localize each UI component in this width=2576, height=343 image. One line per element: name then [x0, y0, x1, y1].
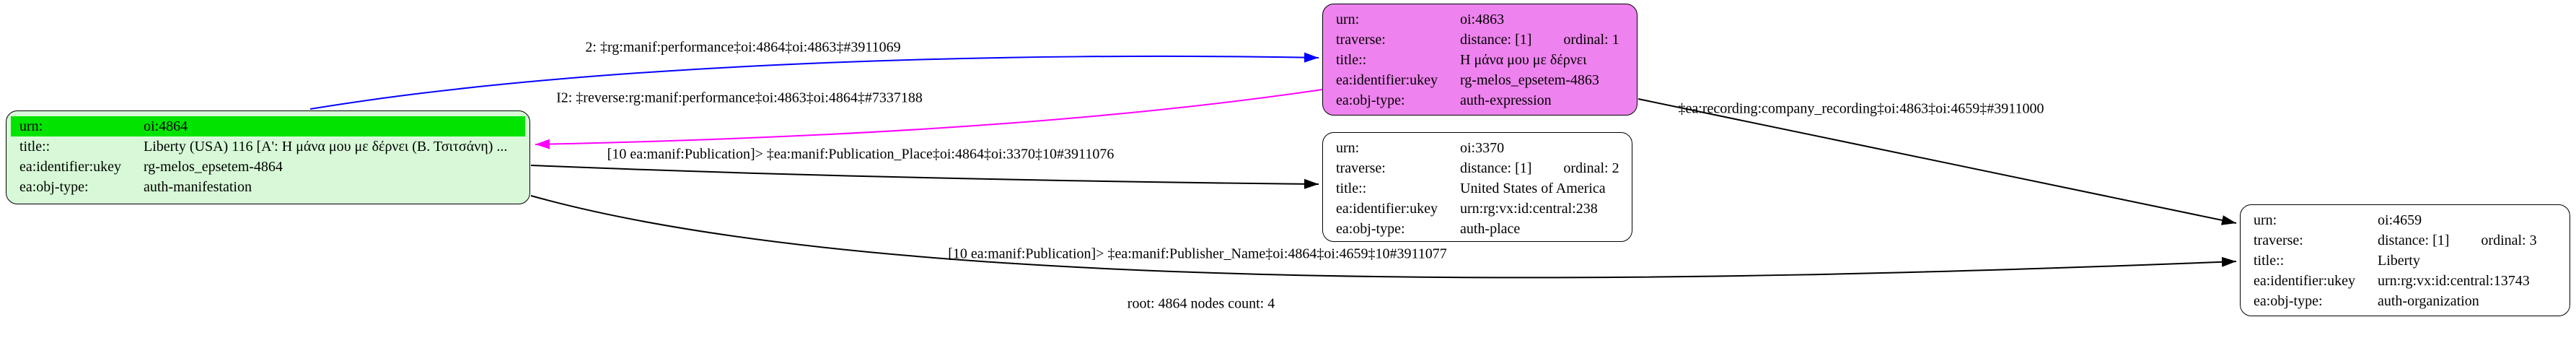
row-value: urn:rg:vx:id:central:13743 — [2378, 272, 2530, 289]
edge-performance — [309, 52, 1319, 110]
node-row-ukey: ea:identifier:ukey rg-melos_epsetem-4863 — [1327, 70, 1632, 90]
row-value: auth-organization — [2378, 292, 2479, 309]
node-row-traverse: traverse: distance: [1] ordinal: 1 — [1327, 30, 1632, 50]
row-key: ea:obj-type: — [1336, 220, 1405, 237]
row-value: Liberty (USA) 116 [Α': Η μάνα μου με δέρ… — [144, 138, 508, 155]
row-key: title:: — [2254, 252, 2285, 269]
row-value-ordinal: ordinal: 3 — [2481, 232, 2537, 248]
edge-label-publication-place: [10 ea:manif:Publication]> ‡ea:manif:Pub… — [607, 146, 1115, 162]
row-key: title:: — [1336, 180, 1367, 196]
row-key: traverse: — [1336, 160, 1386, 176]
edge-label-performance: 2: ‡rg:manif:performance‡oi:4864‡oi:4863… — [585, 39, 901, 56]
row-value: auth-place — [1460, 220, 1521, 237]
node-row-objtype: ea:obj-type: auth-place — [1327, 219, 1627, 239]
row-key: title:: — [19, 138, 50, 155]
row-value-ordinal: ordinal: 1 — [1563, 31, 1619, 48]
row-key: ea:identifier:ukey — [1336, 200, 1438, 217]
node-row-urn: urn: oi:4863 — [1327, 9, 1632, 30]
row-key: urn: — [2254, 212, 2277, 228]
row-value-ordinal: ordinal: 2 — [1563, 160, 1619, 176]
row-value-distance: distance: [1] — [1460, 31, 1532, 48]
edge-publication-place — [530, 165, 1319, 189]
row-key: ea:obj-type: — [19, 178, 89, 195]
node-row-title: title:: United States of America — [1327, 178, 1627, 199]
node-row-ukey: ea:identifier:ukey urn:rg:vx:id:central:… — [1327, 199, 1627, 219]
edge-publisher-name — [530, 195, 2237, 279]
node-row-urn: urn: oi:4659 — [2245, 210, 2565, 230]
row-key: ea:identifier:ukey — [19, 158, 122, 175]
row-value-distance: distance: [1] — [2378, 232, 2450, 248]
node-row-urn: urn: oi:3370 — [1327, 138, 1627, 158]
row-key: ea:obj-type: — [1336, 92, 1405, 108]
row-key: traverse: — [2254, 232, 2303, 248]
node-row-traverse: traverse: distance: [1] ordinal: 2 — [1327, 158, 1627, 178]
node-oi-4659[interactable]: urn: oi:4659 traverse: distance: [1] ord… — [2240, 204, 2570, 316]
node-row-urn: urn: oi:4864 — [11, 116, 525, 136]
node-row-traverse: traverse: distance: [1] ordinal: 3 — [2245, 230, 2565, 251]
row-value: oi:3370 — [1460, 139, 1505, 156]
row-value: oi:4863 — [1460, 11, 1505, 27]
row-key: traverse: — [1336, 31, 1386, 48]
row-key: urn: — [1336, 11, 1360, 27]
row-value: rg-melos_epsetem-4863 — [1460, 71, 1599, 88]
root-summary: root: 4864 nodes count: 4 — [1127, 295, 1275, 312]
row-value: oi:4659 — [2378, 212, 2422, 228]
row-value: oi:4864 — [144, 118, 188, 134]
node-oi-3370[interactable]: urn: oi:3370 traverse: distance: [1] ord… — [1322, 132, 1632, 242]
row-value: Η μάνα μου με δέρνει — [1460, 51, 1587, 68]
edge-label-reverse-performance: I2: ‡reverse:rg:manif:performance‡oi:486… — [556, 90, 923, 106]
row-value: auth-manifestation — [144, 178, 252, 195]
node-row-objtype: ea:obj-type: auth-expression — [1327, 90, 1632, 110]
edge-label-company-recording: ‡ea:recording:company_recording‡oi:4863‡… — [1678, 100, 2044, 117]
row-value-distance: distance: [1] — [1460, 160, 1532, 176]
node-row-ukey: ea:identifier:ukey urn:rg:vx:id:central:… — [2245, 271, 2565, 291]
edge-reverse-performance — [535, 89, 1323, 149]
row-value: auth-expression — [1460, 92, 1552, 108]
node-row-title: title:: Η μάνα μου με δέρνει — [1327, 50, 1632, 70]
row-value: urn:rg:vx:id:central:238 — [1460, 200, 1598, 217]
row-value: United States of America — [1460, 180, 1606, 196]
row-value: Liberty — [2378, 252, 2420, 269]
row-key: ea:identifier:ukey — [2254, 272, 2356, 289]
node-row-ukey: ea:identifier:ukey rg-melos_epsetem-4864 — [11, 157, 525, 177]
row-key: ea:identifier:ukey — [1336, 71, 1438, 88]
node-row-title: title:: Liberty (USA) 116 [Α': Η μάνα μο… — [11, 136, 525, 157]
row-key: urn: — [19, 118, 43, 134]
node-row-title: title:: Liberty — [2245, 251, 2565, 271]
row-key: urn: — [1336, 139, 1360, 156]
node-oi-4864[interactable]: urn: oi:4864 title:: Liberty (USA) 116 [… — [6, 110, 530, 204]
edge-company-recording — [1638, 98, 2237, 225]
node-row-objtype: ea:obj-type: auth-manifestation — [11, 177, 525, 197]
node-oi-4863[interactable]: urn: oi:4863 traverse: distance: [1] ord… — [1322, 4, 1638, 116]
row-key: title:: — [1336, 51, 1367, 68]
node-row-objtype: ea:obj-type: auth-organization — [2245, 291, 2565, 311]
row-value: rg-melos_epsetem-4864 — [144, 158, 283, 175]
edge-label-publisher-name: [10 ea:manif:Publication]> ‡ea:manif:Pub… — [948, 246, 1447, 262]
row-key: ea:obj-type: — [2254, 292, 2323, 309]
